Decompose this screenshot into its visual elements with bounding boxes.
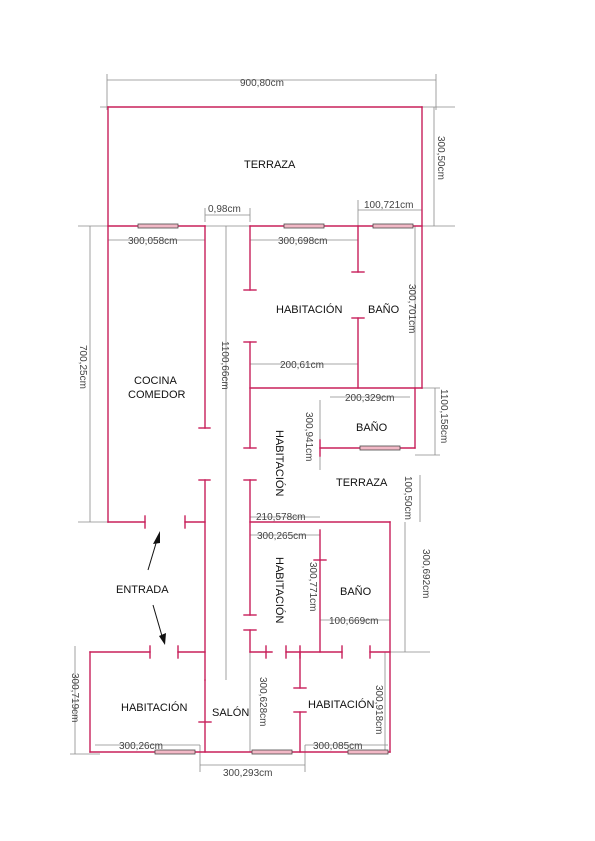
dim-kitchen-height: 700,25cm [77, 345, 88, 389]
dim-hall-width: 210,578cm [256, 512, 305, 523]
dim-terraza-depth: 300,50cm [435, 136, 446, 180]
dim-corridor-length: 1100,66cm [219, 341, 230, 390]
dim-total-width: 900,80cm [240, 78, 284, 89]
room-terraza-mid: TERRAZA [336, 477, 388, 489]
window-bottom-right [347, 749, 389, 755]
dim-hab-lower-width: 300,265cm [257, 531, 306, 542]
dim-bottom-left-height: 300,719cm [69, 673, 80, 722]
dim-salon-height: 300,628cm [257, 677, 268, 726]
room-entrada: ENTRADA [116, 584, 169, 596]
room-bano-lower: BAÑO [340, 585, 372, 598]
window-bedroom-upper [283, 223, 325, 229]
room-habitacion-upper: HABITACIÓN [276, 303, 342, 316]
dim-bano-lower-width: 100,669cm [329, 616, 378, 627]
room-habitacion-bottom-left: HABITACIÓN [121, 701, 187, 714]
window-salon [251, 749, 293, 755]
dim-right-lower: 300,692cm [420, 549, 431, 598]
room-cocina-line1: COCINA [134, 375, 177, 387]
dim-salon-width: 300,293cm [223, 768, 272, 779]
window-bottom-left [154, 749, 196, 755]
walls [89, 106, 423, 753]
room-habitacion-lower: HABITACIÓN [273, 557, 286, 623]
dim-terraza-mid-gap: 100,50cm [402, 476, 413, 520]
window-bath-upper [372, 223, 414, 229]
windows [137, 223, 414, 755]
dim-bottom-right-height: 300,918cm [373, 685, 384, 734]
room-habitacion-mid: HABITACIÓN [273, 430, 286, 496]
room-habitacion-bottom-right: HABITACIÓN [308, 698, 374, 711]
dim-bottom-right-width: 300,085cm [313, 741, 362, 752]
window-kitchen [137, 223, 179, 229]
room-labels: TERRAZA HABITACIÓN BAÑO COCINA COMEDOR B… [116, 159, 400, 719]
room-terraza-top: TERRAZA [244, 159, 296, 171]
dim-bano-mid-width: 200,329cm [345, 393, 394, 404]
dim-window-right: 100,721cm [364, 200, 413, 211]
room-bano-mid: BAÑO [356, 421, 388, 434]
window-bath-mid [359, 445, 401, 451]
entrance-arrows [147, 531, 166, 645]
room-cocina-line2: COMEDOR [128, 389, 186, 401]
dim-right-mid: 1100,158cm [438, 389, 449, 443]
dim-bottom-left-width: 300,26cm [119, 741, 163, 752]
dim-hab-upper-top: 300,698cm [278, 236, 327, 247]
dim-corridor-gap: 0,98cm [208, 204, 241, 215]
room-salon: SALÓN [212, 706, 249, 719]
room-bano-upper: BAÑO [368, 303, 400, 316]
dim-hab-upper-width: 200,61cm [280, 360, 324, 371]
dim-kitchen-top: 300,058cm [128, 236, 177, 247]
dim-hab-mid-height: 300,941cm [303, 412, 314, 461]
dim-hab-lower-height: 300,771cm [307, 562, 318, 611]
dim-bano-upper-height: 300,701cm [406, 284, 417, 333]
dimension-lines [70, 74, 455, 772]
dimension-labels: 900,80cm 300,50cm 0,98cm 100,721cm 300,0… [69, 78, 449, 779]
